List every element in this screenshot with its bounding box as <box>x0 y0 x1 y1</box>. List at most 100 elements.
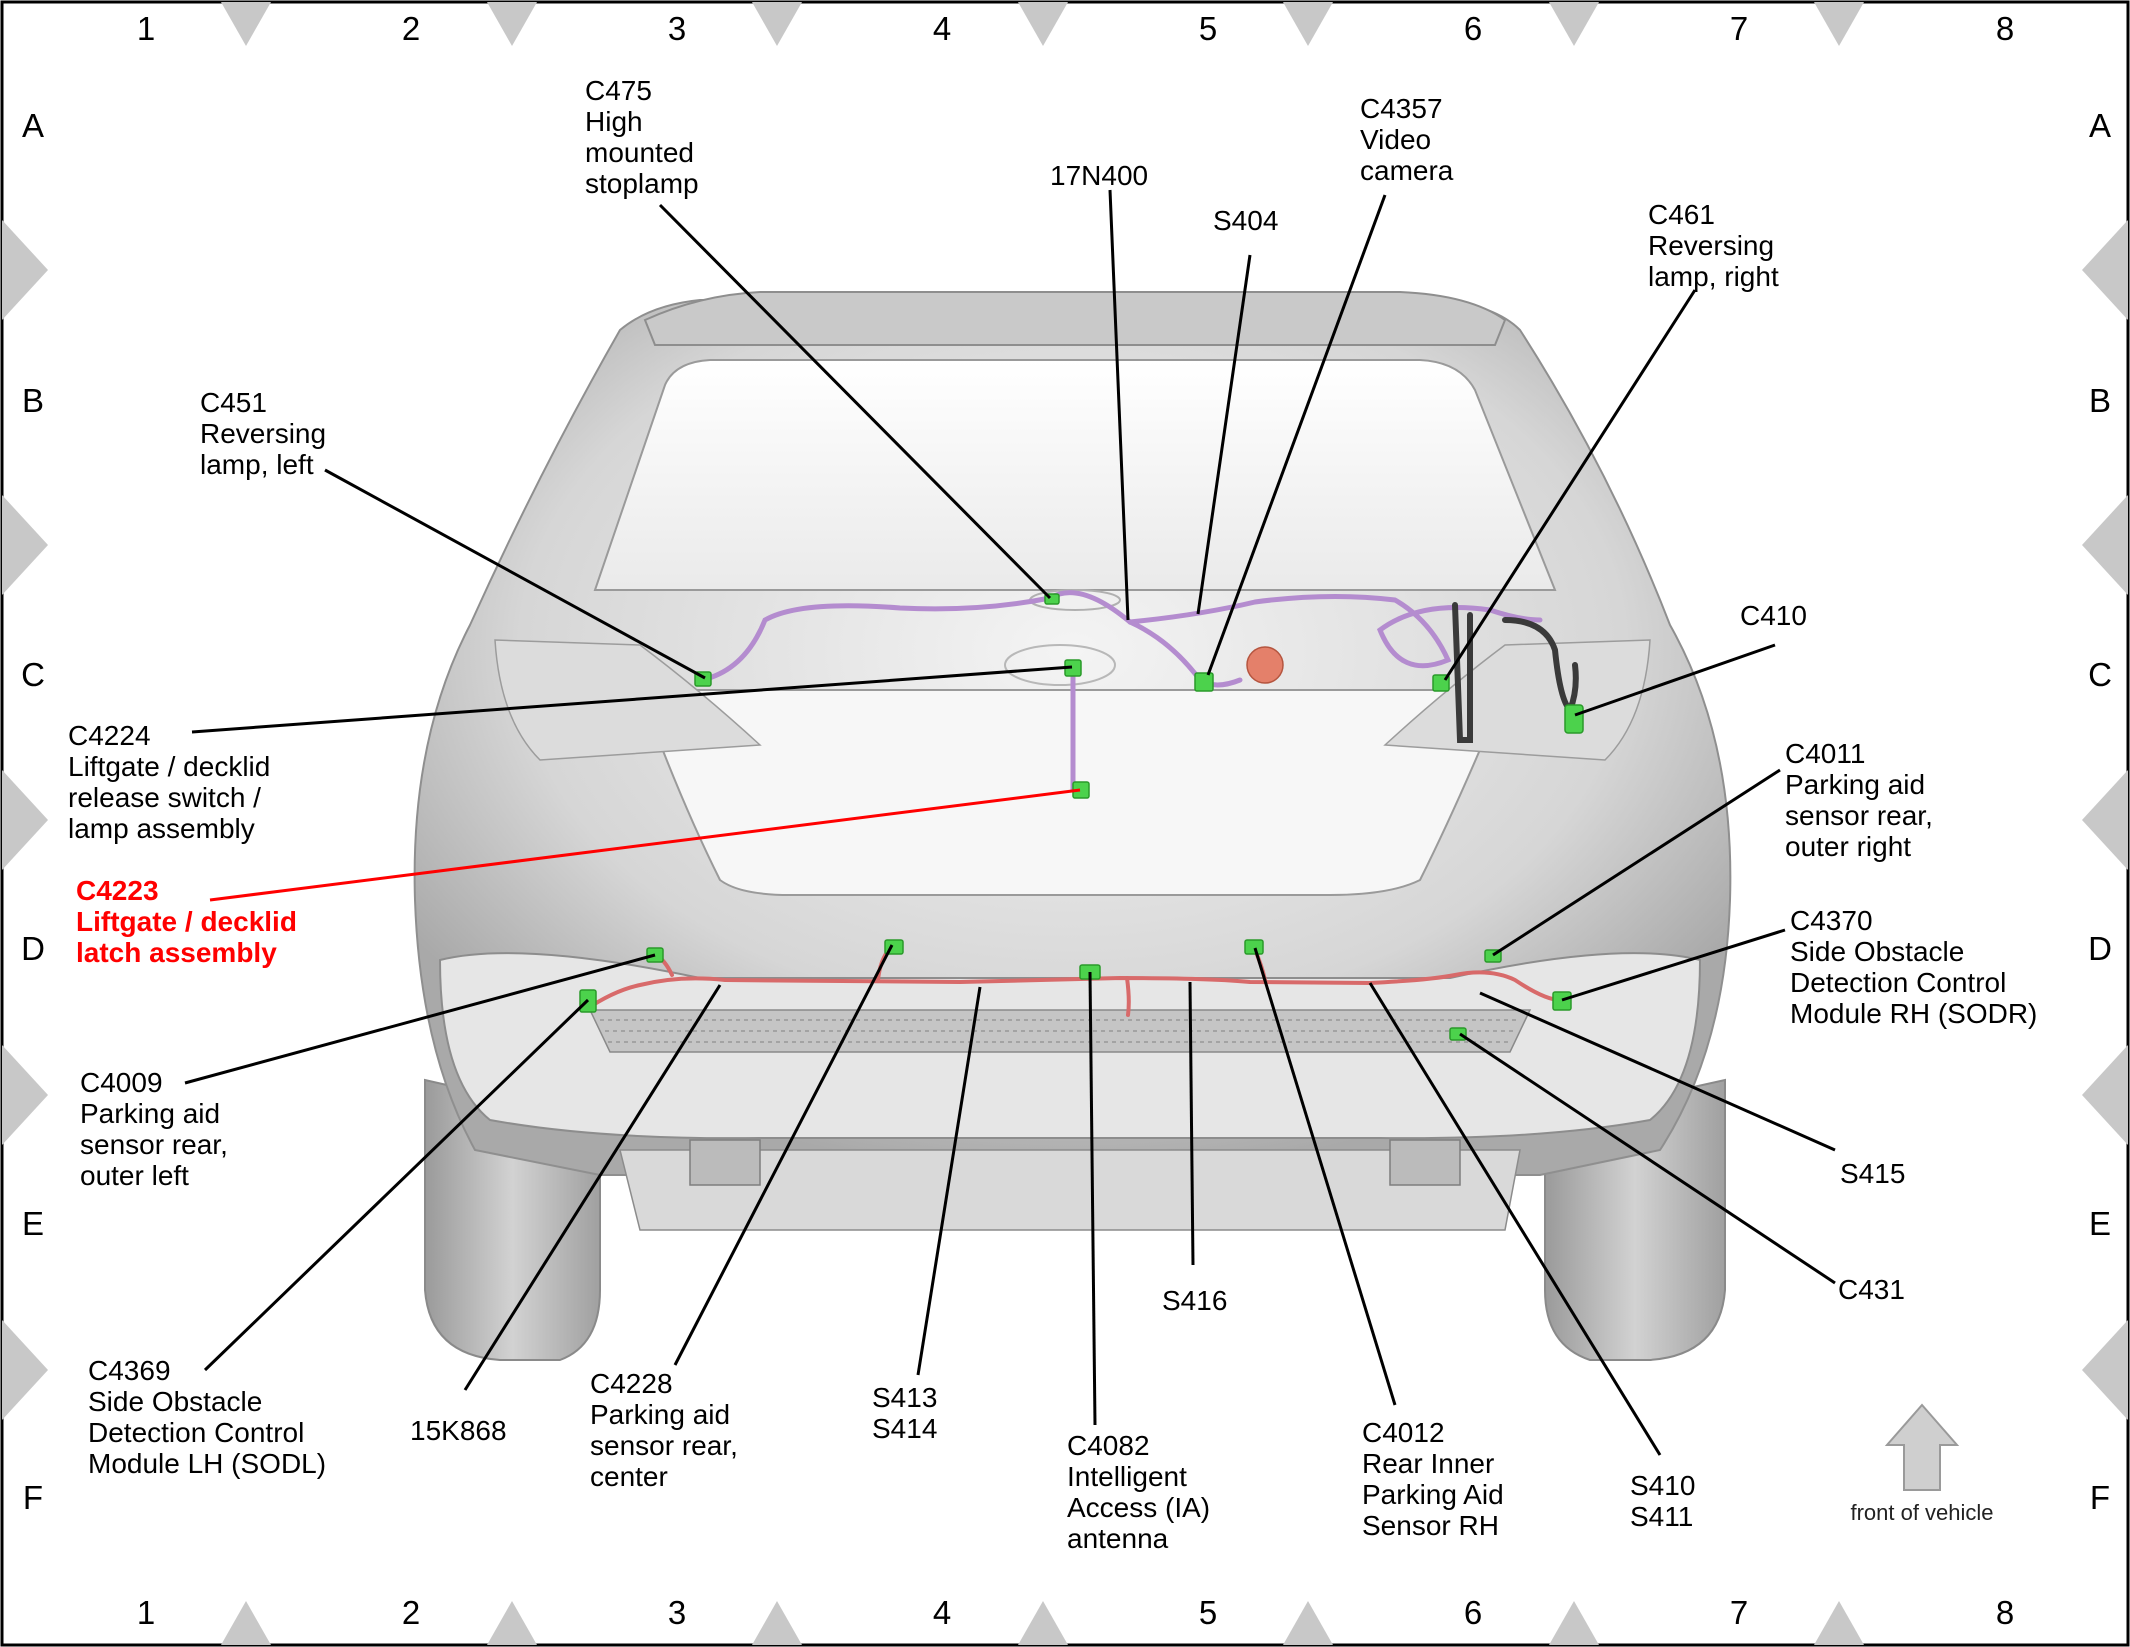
label-c4082: C4082 Intelligent Access (IA) antenna <box>1067 1430 1218 1554</box>
label-c4009: C4009 Parking aid sensor rear, outer lef… <box>80 1067 236 1191</box>
grid-col-6-bottom: 6 <box>1464 1594 1482 1631</box>
rear-window <box>593 359 1557 591</box>
label-c4228: C4228 Parking aid sensor rear, center <box>590 1368 746 1492</box>
leader-s416 <box>1188 981 1195 1266</box>
label-c4224: C4224 Liftgate / decklid release switch … <box>68 720 278 844</box>
leader-c410 <box>1574 643 1776 717</box>
label-c4012: C4012 Rear Inner Parking Aid Sensor RH <box>1362 1417 1511 1541</box>
leader-c4011 <box>1492 768 1781 957</box>
grid-row-c-left: C <box>21 656 45 693</box>
label-c4357: C4357 Video camera <box>1360 93 1454 186</box>
grid-row-a-left: A <box>22 107 44 144</box>
connector-c4370 <box>1552 991 1572 1011</box>
grid-col-1-bottom: 1 <box>137 1594 155 1631</box>
leader-c4357 <box>1206 194 1387 676</box>
leader-17n400 <box>1108 189 1130 621</box>
video-camera-unit <box>1246 646 1284 684</box>
grid-col-2-top: 2 <box>402 10 420 47</box>
grid-column-labels: 1 2 3 4 5 6 7 8 1 2 3 4 5 6 7 8 <box>137 10 2014 1631</box>
right-lamp-harness <box>1452 602 1473 743</box>
grid-col-2-bottom: 2 <box>402 1594 420 1631</box>
upper-harness <box>699 590 1543 683</box>
bumper-grille-mesh <box>600 1019 1520 1043</box>
grid-col-7-top: 7 <box>1730 10 1748 47</box>
leader-c431 <box>1459 1032 1836 1285</box>
label-15k868: 15K868 <box>410 1415 507 1446</box>
grid-col-7-bottom: 7 <box>1730 1594 1748 1631</box>
label-s416: S416 <box>1162 1285 1227 1316</box>
label-17n400: 17N400 <box>1050 160 1148 191</box>
label-c410: C410 <box>1740 600 1807 631</box>
grid-row-e-left: E <box>22 1205 44 1242</box>
grid-row-b-right: B <box>2089 382 2111 419</box>
callout-labels: C475 High mounted stoplamp 17N400 S404 C… <box>68 75 2037 1554</box>
label-c475: C475 High mounted stoplamp <box>585 75 702 199</box>
grid-row-e-right: E <box>2089 1205 2111 1242</box>
grid-col-6-top: 6 <box>1464 10 1482 47</box>
grid-col-5-bottom: 5 <box>1199 1594 1217 1631</box>
label-c4223: C4223 Liftgate / decklid latch assembly <box>76 875 305 968</box>
leader-c475 <box>658 203 1052 600</box>
grid-row-c-right: C <box>2088 656 2112 693</box>
label-s415: S415 <box>1840 1158 1905 1189</box>
leader-c461 <box>1443 289 1697 681</box>
grid-col-1-top: 1 <box>137 10 155 47</box>
leader-s413 <box>916 986 982 1376</box>
connector-c431 <box>1449 1027 1467 1041</box>
grid-col-3-bottom: 3 <box>668 1594 686 1631</box>
leader-c4369 <box>203 998 590 1372</box>
connector-c410 <box>1564 704 1584 734</box>
grid-col-3-top: 3 <box>668 10 686 47</box>
grid-row-b-left: B <box>22 382 44 419</box>
connector-c4357 <box>1194 672 1214 692</box>
label-s410-s411: S410 S411 <box>1630 1470 1703 1532</box>
leader-c4223 <box>209 788 1081 902</box>
leader-c4009 <box>184 953 656 1085</box>
orientation-marker: front of vehicle <box>1850 1403 1994 1525</box>
grid-col-8-top: 8 <box>1996 10 2014 47</box>
label-s413-s414: S413 S414 <box>872 1382 945 1444</box>
lower-harness-drop <box>1125 976 1131 1017</box>
label-c4370: C4370 Side Obstacle Detection Control Mo… <box>1790 905 2037 1029</box>
grid-col-4-bottom: 4 <box>933 1594 951 1631</box>
c410-harness <box>1502 617 1579 716</box>
leader-c4012 <box>1253 947 1397 1406</box>
leader-s415 <box>1479 991 1836 1152</box>
leader-c4082 <box>1088 971 1097 1426</box>
label-s404: S404 <box>1213 205 1278 236</box>
grid-row-d-right: D <box>2088 930 2112 967</box>
label-c451: C451 Reversing lamp, left <box>200 387 334 480</box>
grid-col-4-top: 4 <box>933 10 951 47</box>
leader-c4224 <box>191 665 1073 734</box>
exhaust-right <box>1389 1139 1461 1186</box>
leader-15k868 <box>463 984 722 1391</box>
up-arrow-icon <box>1884 1403 1960 1491</box>
exhaust-left <box>689 1139 761 1186</box>
front-of-vehicle-label: front of vehicle <box>1850 1500 1993 1525</box>
label-c4011: C4011 Parking aid sensor rear, outer rig… <box>1785 738 1941 862</box>
grid-row-f-left: F <box>23 1479 43 1516</box>
grid-col-8-bottom: 8 <box>1996 1594 2014 1631</box>
leader-c4228 <box>673 944 894 1366</box>
grid-row-f-right: F <box>2090 1479 2110 1516</box>
label-c431: C431 <box>1838 1274 1905 1305</box>
connector-c4012 <box>1244 939 1264 955</box>
grid-row-d-left: D <box>21 930 45 967</box>
leader-s410 <box>1368 982 1662 1456</box>
leader-lines <box>184 189 1836 1456</box>
leader-c4370 <box>1561 928 1786 1002</box>
grid-row-a-right: A <box>2089 107 2111 144</box>
vehicle-rear-illustration <box>413 291 1732 1361</box>
lower-harness <box>583 970 1562 1012</box>
leader-c451 <box>324 468 706 680</box>
label-c4369: C4369 Side Obstacle Detection Control Mo… <box>88 1355 326 1479</box>
underbody <box>619 1149 1521 1231</box>
leader-s404 <box>1196 254 1252 615</box>
badge-outline <box>1004 644 1116 686</box>
grid-col-5-top: 5 <box>1199 10 1217 47</box>
label-c461: C461 Reversing lamp, right <box>1648 199 1782 292</box>
grid-row-labels: A B C D E F A B C D E F <box>21 107 2112 1516</box>
roof-spoiler <box>643 291 1507 346</box>
